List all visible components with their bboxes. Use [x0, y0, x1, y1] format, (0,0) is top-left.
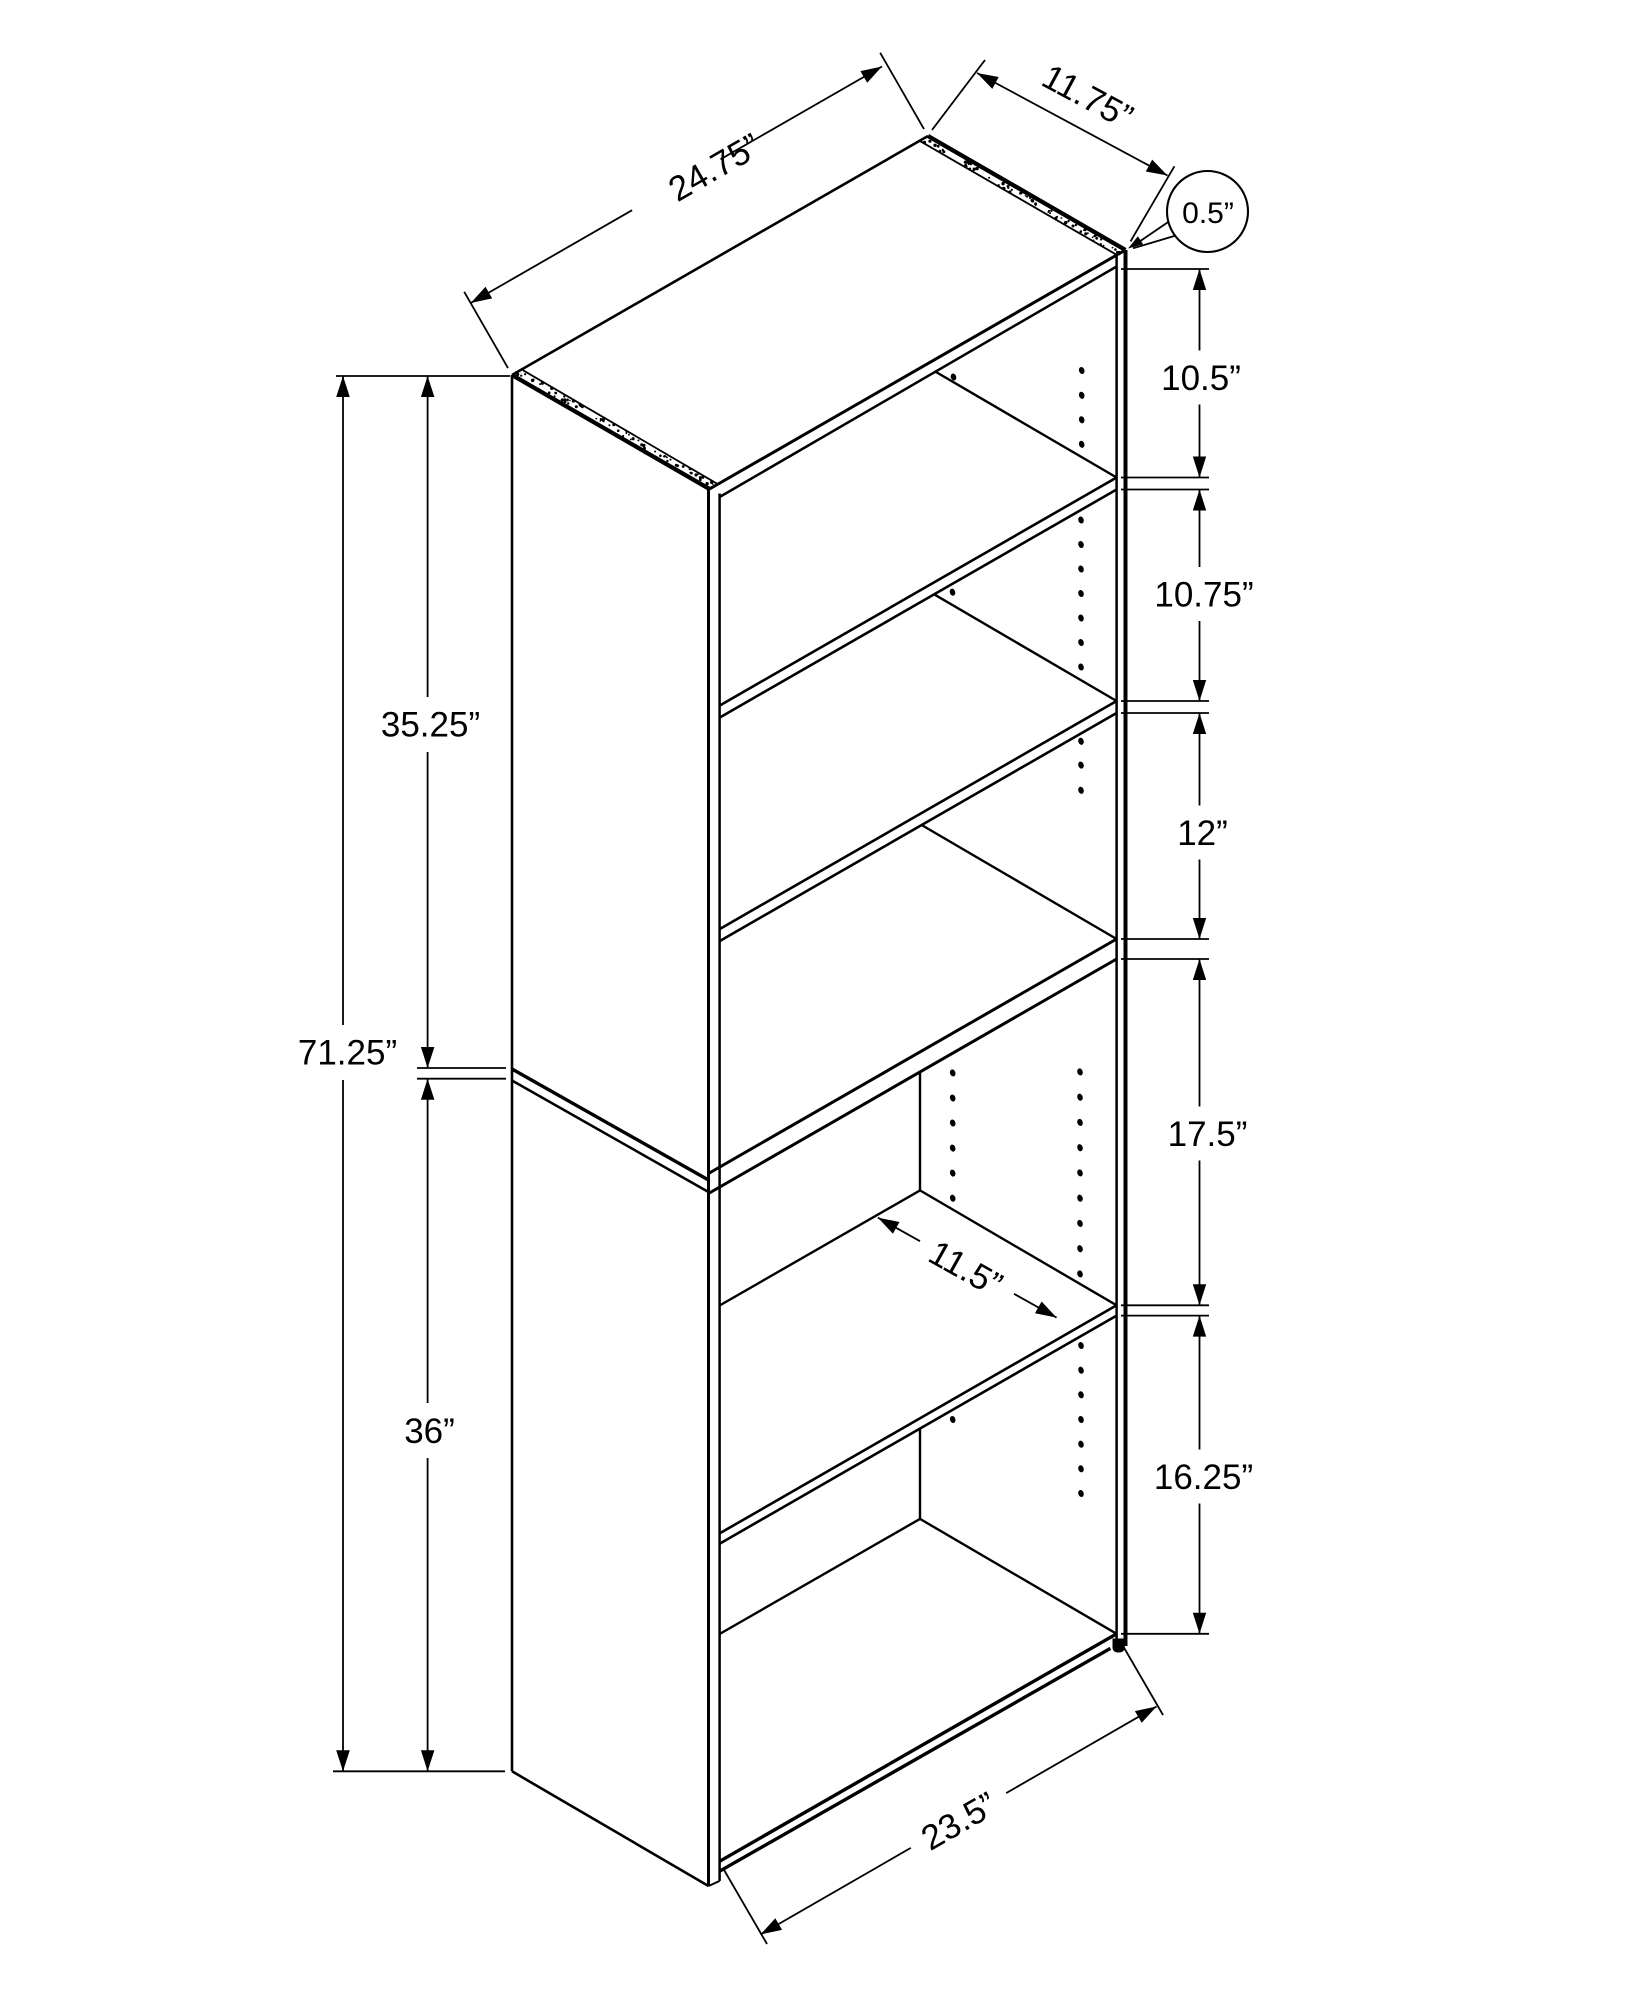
svg-text:17.5”: 17.5” [1168, 1115, 1248, 1154]
svg-text:10.5”: 10.5” [1161, 359, 1241, 398]
svg-text:36”: 36” [404, 1412, 455, 1451]
svg-text:10.75”: 10.75” [1154, 576, 1253, 615]
svg-text:16.25”: 16.25” [1154, 1458, 1253, 1497]
svg-text:0.5”: 0.5” [1182, 197, 1234, 230]
svg-text:12”: 12” [1177, 814, 1228, 853]
svg-text:71.25”: 71.25” [298, 1034, 397, 1073]
svg-text:35.25”: 35.25” [381, 706, 480, 745]
